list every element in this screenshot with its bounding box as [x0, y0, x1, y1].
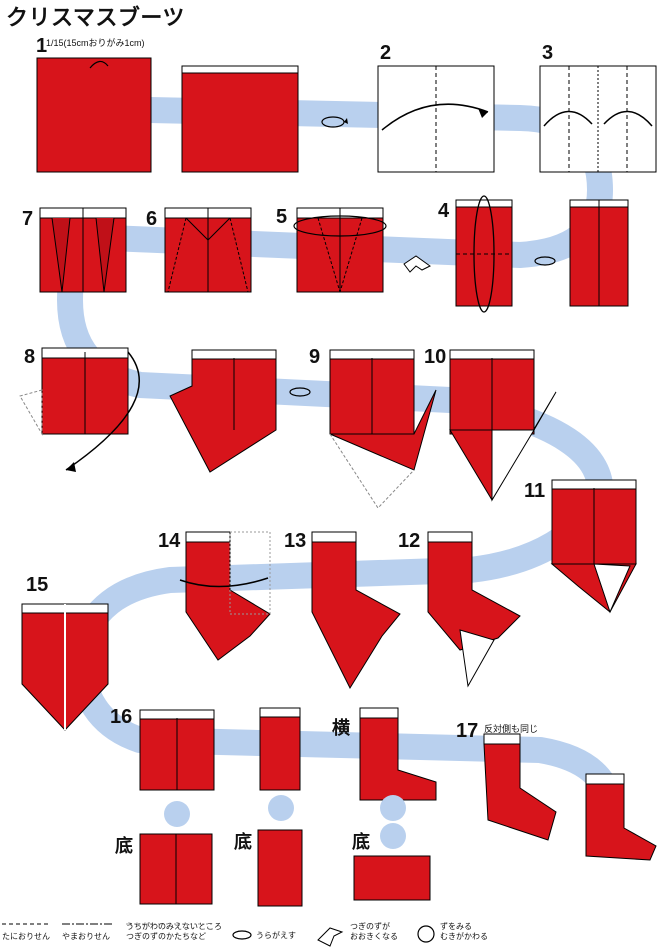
- bottom-label-2: 底: [234, 832, 252, 853]
- view-circle-4: [380, 823, 406, 849]
- step-8-number: 8: [24, 346, 36, 368]
- legend-mountain: やまおりせん: [62, 932, 110, 941]
- page-title: クリスマスブーツ: [6, 6, 185, 31]
- legend-rotate-icon: [417, 925, 435, 943]
- step-2-number: 2: [380, 42, 392, 64]
- view-circle-2: [268, 795, 294, 821]
- view-circle-1: [164, 801, 190, 827]
- step-16-number: 16: [110, 706, 133, 728]
- legend-valley: たにおりせん: [2, 932, 50, 941]
- step12-shape: [427, 541, 521, 651]
- step1b-square: [181, 65, 299, 173]
- paper-note: 1/15(15cmおりがみ1cm): [46, 38, 145, 48]
- step-14-number: 14: [158, 530, 181, 552]
- legend-enlarge: つぎのずが おおきくなる: [350, 922, 398, 941]
- legend-turn-over-icon: [232, 930, 252, 940]
- step-11-number: 11: [524, 480, 546, 502]
- step1b-band: [181, 65, 299, 74]
- legend-enlarge-icon: [317, 927, 344, 947]
- step1-arrow: [89, 60, 109, 69]
- step-17-number: 17: [456, 720, 479, 742]
- final-boot: [585, 783, 657, 861]
- step-12-number: 12: [398, 530, 421, 552]
- step13-shape: [311, 541, 401, 690]
- step17-note: 反対側も同じ: [484, 724, 539, 734]
- step-4-number: 4: [438, 200, 450, 222]
- step-9-number: 9: [309, 346, 321, 368]
- bottom-label-1: 底: [115, 836, 133, 857]
- bottom-label-3: 底: [352, 832, 370, 853]
- step-15-number: 15: [26, 574, 49, 596]
- side-view-label: 横: [332, 718, 350, 739]
- enlarge-arrow: [403, 255, 431, 273]
- step4-rect: [455, 199, 513, 307]
- view-circle-3: [380, 795, 406, 821]
- step-1-number: 1: [36, 35, 48, 57]
- step-10-number: 10: [424, 346, 447, 368]
- turn-over-icon-2: [534, 256, 556, 266]
- legend-hidden: うちがわのみえないところ つぎのずのかたちなど: [126, 922, 222, 941]
- step-5-number: 5: [276, 206, 288, 228]
- step-3-number: 3: [542, 42, 554, 64]
- legend-turn-over: うらがえす: [256, 931, 296, 940]
- legend-rotate: ずをみる むきがかわる: [440, 922, 488, 941]
- step-6-number: 6: [146, 208, 158, 230]
- step-7-number: 7: [22, 208, 34, 230]
- bottom-view-3: [353, 855, 431, 901]
- turn-over-icon-3: [289, 387, 311, 397]
- step16b-rect: [259, 715, 301, 791]
- step14-shape: [185, 541, 271, 661]
- step1-square: [36, 57, 152, 173]
- turn-over-icon-1: [321, 116, 348, 128]
- bottom-view-2: [257, 829, 303, 907]
- step-13-number: 13: [284, 530, 307, 552]
